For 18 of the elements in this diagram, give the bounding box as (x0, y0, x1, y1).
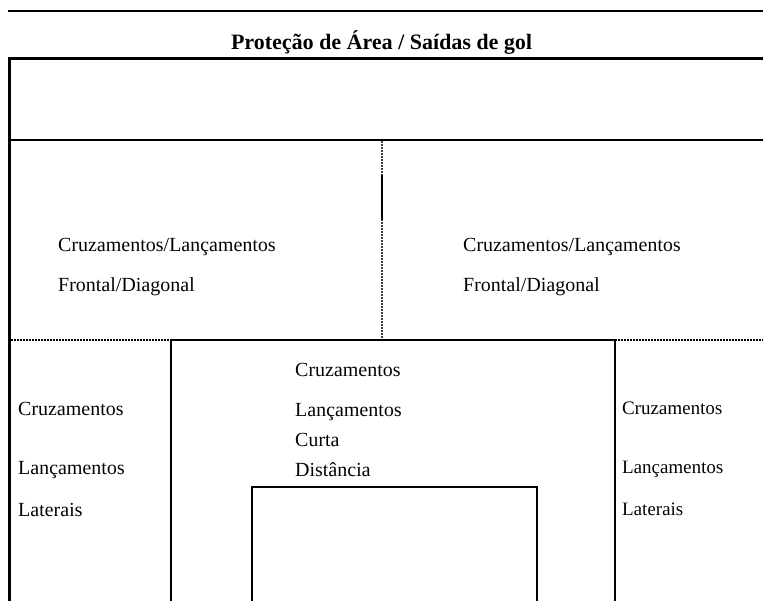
empty-band (8, 57, 763, 141)
zone-label: Frontal/Diagonal (463, 274, 600, 296)
zone-label: Cruzamentos/Lançamentos (463, 234, 681, 256)
zone-box (170, 339, 616, 601)
zone-label: Cruzamentos (622, 398, 722, 420)
zone-label: Lançamentos (622, 457, 724, 479)
zone-label: Distância (295, 459, 371, 481)
zone-label: Cruzamentos (18, 398, 124, 420)
zone-label: Cruzamentos/Lançamentos (58, 234, 276, 256)
zone-label: Laterais (18, 499, 82, 521)
zone-label: Laterais (622, 499, 684, 521)
zone-label: Lançamentos (295, 399, 402, 421)
zone-label: Lançamentos (18, 457, 125, 479)
zone-label: Cruzamentos (295, 359, 401, 381)
diagram-title: Proteção de Área / Saídas de gol (230, 29, 534, 55)
zone-label: Frontal/Diagonal (58, 274, 195, 296)
zone-label: Curta (295, 429, 340, 451)
goal-area-box (251, 486, 538, 601)
